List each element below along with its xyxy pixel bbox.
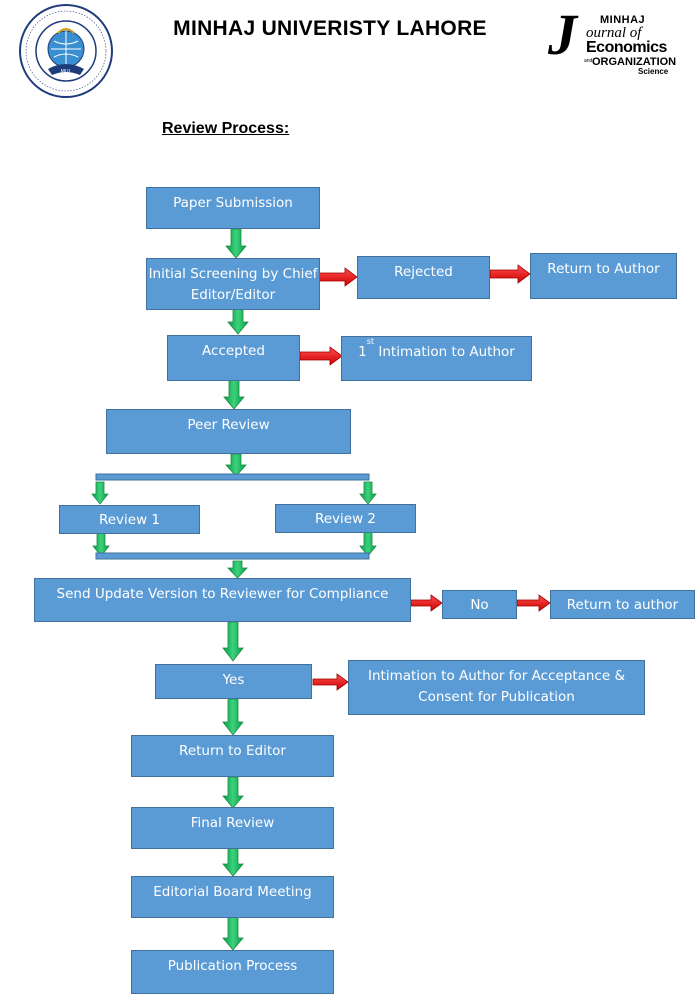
arrow-down-10 xyxy=(222,621,244,662)
arrow-right-5 xyxy=(516,594,551,612)
arrow-down-3 xyxy=(223,379,245,410)
arrow-down-14 xyxy=(222,916,244,951)
page-title: MINHAJ UNIVERISTY LAHORE xyxy=(173,17,487,40)
arrow-right-4 xyxy=(410,594,443,612)
journal-logo-j: J xyxy=(548,2,577,67)
publication-process-box: Publication Process xyxy=(131,950,334,994)
arrow-down-5 xyxy=(91,481,109,505)
journal-logo: J MINHAJ ournal of Economics ORGANIZATIO… xyxy=(542,6,690,77)
final-review-box: Final Review xyxy=(131,807,334,849)
arrow-down-4 xyxy=(225,453,247,477)
journal-logo-and: and xyxy=(584,58,593,64)
paper-submission-box: Paper Submission xyxy=(146,187,320,229)
arrow-down-12 xyxy=(222,776,244,809)
accepted-box: Accepted xyxy=(167,335,300,381)
send-update-box: Send Update Version to Reviewer for Comp… xyxy=(34,578,411,622)
arrow-down-11 xyxy=(222,698,244,736)
arrow-right-1 xyxy=(318,267,358,287)
minhaj-university-seal-icon: MUL xyxy=(19,4,113,98)
review-1-box: Review 1 xyxy=(59,505,200,534)
return-to-author-2-box: Return to author xyxy=(550,590,695,619)
first-intimation-number: 1 xyxy=(358,344,367,360)
arrow-down-7 xyxy=(92,532,110,557)
arrow-down-8 xyxy=(359,531,377,557)
rejected-box: Rejected xyxy=(357,256,490,299)
section-heading: Review Process: xyxy=(162,120,290,137)
initial-screening-box: Initial Screening by Chief Editor/Editor xyxy=(146,258,320,310)
arrow-down-1 xyxy=(225,228,247,259)
arrow-right-3 xyxy=(299,346,343,366)
journal-logo-science: Science xyxy=(638,67,669,76)
arrow-down-9 xyxy=(227,560,248,579)
no-box: No xyxy=(442,590,517,619)
svg-text:MUL: MUL xyxy=(61,69,72,75)
return-to-author-box: Return to Author xyxy=(530,253,677,299)
intimation-acceptance-box: Intimation to Author for Acceptance & Co… xyxy=(348,660,645,715)
journal-logo-economics: Economics xyxy=(586,39,667,56)
return-to-editor-box: Return to Editor xyxy=(131,735,334,777)
yes-box: Yes xyxy=(155,664,312,699)
arrow-down-2 xyxy=(227,306,249,335)
split-bar xyxy=(95,473,370,481)
journal-logo-minhaj: MINHAJ xyxy=(600,14,646,26)
review-2-box: Review 2 xyxy=(275,504,416,533)
journal-logo-organization: ORGANIZATION xyxy=(592,56,677,68)
first-intimation-label: Intimation to Author xyxy=(374,344,515,360)
peer-review-box: Peer Review xyxy=(106,409,351,454)
arrow-right-2 xyxy=(489,264,531,284)
editorial-board-box: Editorial Board Meeting xyxy=(131,876,334,918)
merge-bar xyxy=(95,552,370,560)
arrow-down-6 xyxy=(359,481,377,505)
arrow-down-13 xyxy=(222,846,244,877)
arrow-right-6 xyxy=(312,673,349,691)
journal-logo-journal-of: ournal of xyxy=(586,25,642,41)
